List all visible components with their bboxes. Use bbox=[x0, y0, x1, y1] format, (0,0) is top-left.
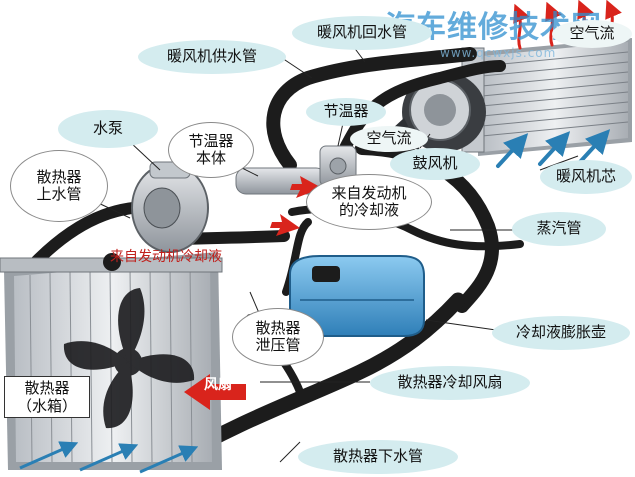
label-heater-supply-pipe: 暖风机供水管 bbox=[138, 40, 286, 74]
label-heater-return-pipe: 暖风机回水管 bbox=[292, 16, 432, 50]
radiator-fan bbox=[63, 288, 195, 429]
label-radiator-cooling-fan: 散热器冷却风扇 bbox=[370, 366, 530, 400]
label-heater-core: 暖风机芯 bbox=[540, 160, 632, 194]
label-steam-pipe: 蒸汽管 bbox=[512, 212, 606, 246]
cool-air-arrows bbox=[496, 129, 611, 168]
label-expansion-tank: 冷却液膨胀壶 bbox=[492, 316, 630, 350]
label-blower: 鼓风机 bbox=[390, 148, 480, 180]
fan-airflow-arrow bbox=[184, 374, 246, 410]
label-radiator-bleed-pipe: 散热器 泄压管 bbox=[232, 308, 324, 366]
label-air-flow-top: 空气流 bbox=[552, 20, 632, 48]
label-water-pump: 水泵 bbox=[58, 110, 158, 148]
watermark-url: www.qcwxjs.com bbox=[440, 46, 557, 60]
label-radiator-upper-hose: 散热器 上水管 bbox=[10, 150, 108, 222]
blower-unit bbox=[380, 72, 486, 152]
label-thermostat-body: 节温器 本体 bbox=[168, 122, 254, 178]
label-fan: 风扇 bbox=[204, 377, 232, 393]
label-thermostat: 节温器 bbox=[306, 98, 386, 126]
label-radiator: 散热器 （水箱） bbox=[4, 376, 90, 418]
label-air-flow-mid: 空气流 bbox=[350, 126, 428, 152]
label-from-engine-coolant-lower: 来自发动机冷却液 bbox=[110, 249, 222, 265]
label-from-engine-coolant-upper: 来自发动机 的冷却液 bbox=[306, 174, 432, 230]
coolant-flow-arrows bbox=[270, 176, 322, 236]
label-radiator-lower-hose: 散热器下水管 bbox=[298, 440, 458, 474]
incoming-air-arrows bbox=[19, 441, 199, 474]
